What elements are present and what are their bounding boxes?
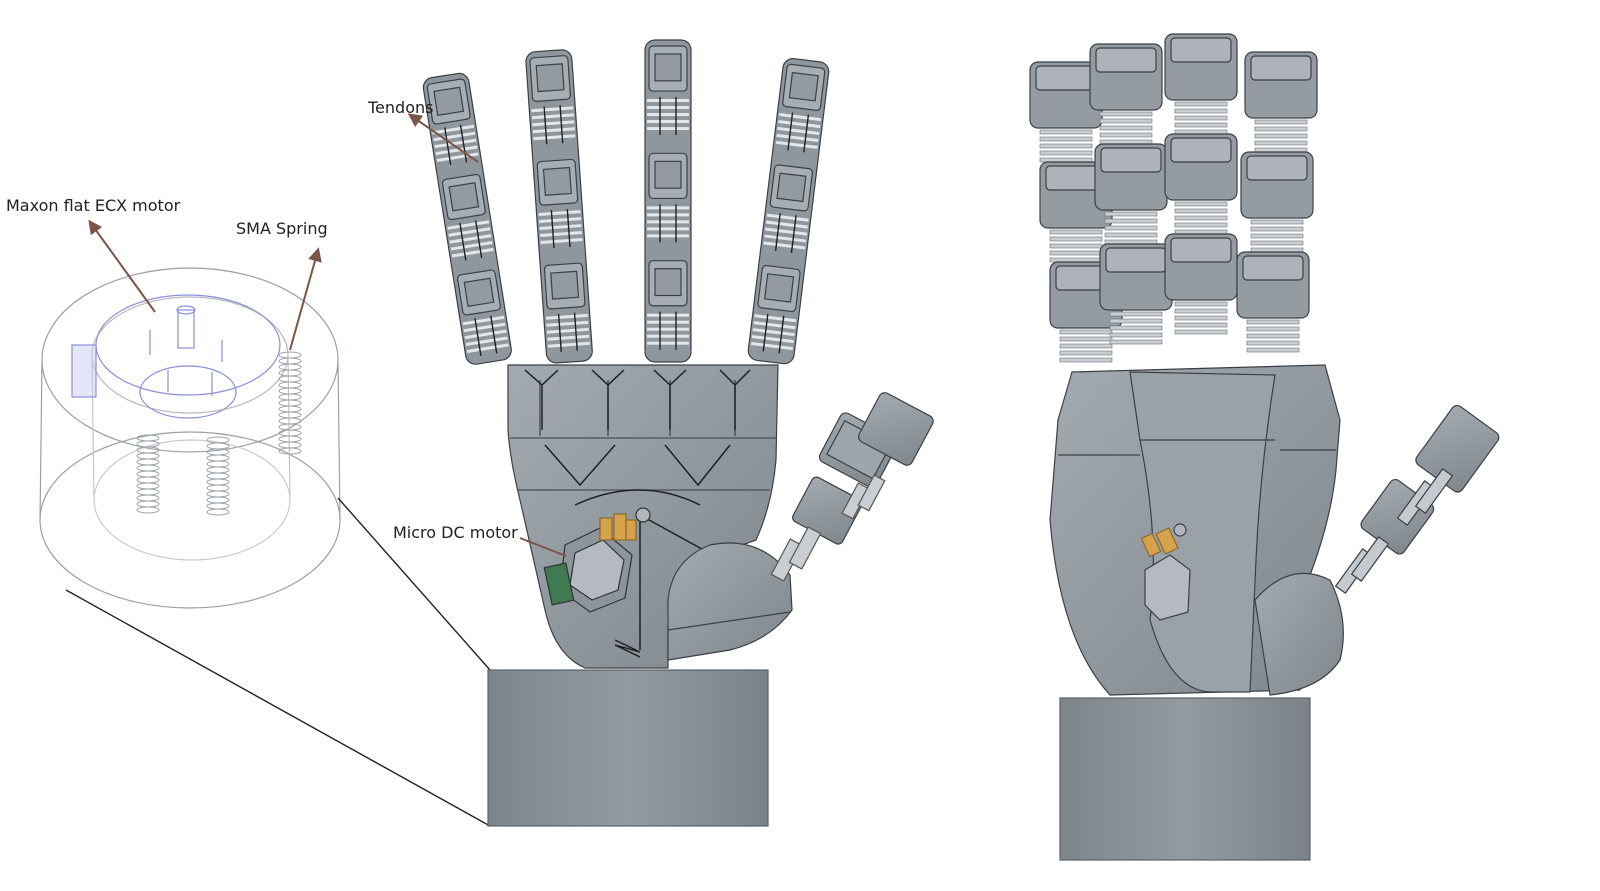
spring — [136, 434, 160, 514]
maxon-flat-motor-body — [71, 294, 281, 419]
finger-index — [422, 72, 512, 365]
finger-side-middle — [1089, 43, 1173, 345]
bottom-pulley — [614, 639, 641, 658]
label-sma-spring: SMA Spring — [236, 219, 328, 238]
micro-dc-motor-side — [1140, 523, 1191, 621]
sma-spring — [278, 351, 302, 455]
label-micro-dc-motor: Micro DC motor — [393, 523, 518, 542]
label-maxon-motor: Maxon flat ECX motor — [6, 196, 181, 215]
thumb-front — [770, 392, 934, 582]
thumb-base — [667, 542, 793, 661]
zoom-line-bottom — [65, 589, 491, 827]
finger-middle — [525, 49, 593, 364]
zoom-line-top — [337, 497, 491, 671]
arrow-maxon — [88, 219, 156, 313]
hand-front-base — [487, 669, 769, 827]
finger-ring — [644, 39, 692, 363]
arrow-tendons — [407, 113, 479, 163]
fingers-front — [422, 39, 830, 365]
thumb-side — [1334, 404, 1500, 594]
label-tendons: Tendons — [368, 98, 434, 117]
motor-housing — [39, 267, 341, 609]
fingers-side — [1029, 33, 1318, 363]
hand-side-base — [1059, 697, 1311, 861]
hand-side — [1049, 364, 1344, 861]
finger-side-little — [1236, 51, 1318, 353]
spring — [206, 436, 230, 516]
finger-little — [747, 58, 830, 365]
arrow-micro-dc — [519, 537, 567, 557]
micro-dc-motor — [543, 507, 651, 613]
arrow-sma — [289, 247, 322, 351]
finger-side-index — [1029, 61, 1123, 363]
annotation-arrows — [88, 113, 567, 557]
finger-side-ring — [1164, 33, 1238, 335]
hand-front — [487, 364, 793, 827]
